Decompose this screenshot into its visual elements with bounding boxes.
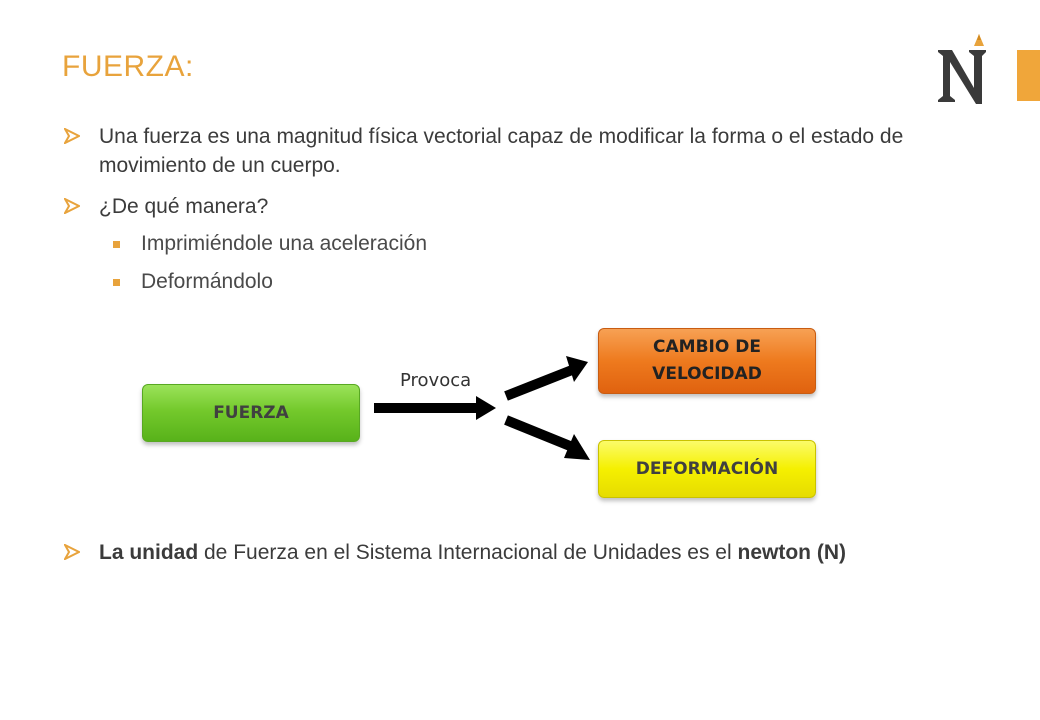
- box-fuerza: FUERZA: [142, 384, 360, 442]
- unit-name: newton (N): [737, 541, 846, 564]
- box-fuerza-label: FUERZA: [213, 402, 289, 423]
- arrow-bullet-icon: [64, 198, 80, 214]
- bullet-text: ¿De qué manera?: [99, 195, 269, 218]
- arrow-bullet-icon: [64, 128, 80, 144]
- bullet-unit: La unidad de Fuerza en el Sistema Intern…: [64, 538, 959, 567]
- bullet-definition: Una fuerza es una magnitud física vector…: [64, 122, 979, 180]
- lower-branch-arrow-icon: [504, 415, 590, 460]
- sub-bullet-text: Imprimiéndole una aceleración: [141, 232, 427, 255]
- unit-text: de Fuerza en el Sistema Internacional de…: [198, 541, 738, 564]
- square-bullet-icon: [113, 241, 120, 248]
- main-arrow-icon: [374, 396, 496, 420]
- university-logo: [938, 34, 986, 104]
- box-deformacion: DEFORMACIÓN: [598, 440, 816, 498]
- connector-label: Provoca: [400, 370, 472, 391]
- box-cambio-line1: CAMBIO DE: [653, 337, 761, 357]
- square-bullet-icon: [113, 279, 120, 286]
- accent-bar: [1017, 50, 1040, 101]
- sub-bullet-deformation: Deformándolo: [113, 268, 273, 296]
- unit-emphasis: La unidad: [99, 541, 199, 564]
- box-cambio-line2: VELOCIDAD: [652, 364, 762, 384]
- arrow-bullet-icon: [64, 544, 80, 560]
- box-cambio-velocidad: CAMBIO DE VELOCIDAD: [598, 328, 816, 394]
- sub-bullet-text: Deformándolo: [141, 270, 273, 293]
- bullet-text: Una fuerza es una magnitud física vector…: [99, 125, 904, 177]
- sub-bullet-acceleration: Imprimiéndole una aceleración: [113, 230, 427, 258]
- box-deformacion-label: DEFORMACIÓN: [635, 458, 779, 479]
- slide-title: FUERZA:: [62, 50, 194, 83]
- upper-branch-arrow-icon: [504, 356, 588, 401]
- bullet-question: ¿De qué manera?: [64, 192, 899, 221]
